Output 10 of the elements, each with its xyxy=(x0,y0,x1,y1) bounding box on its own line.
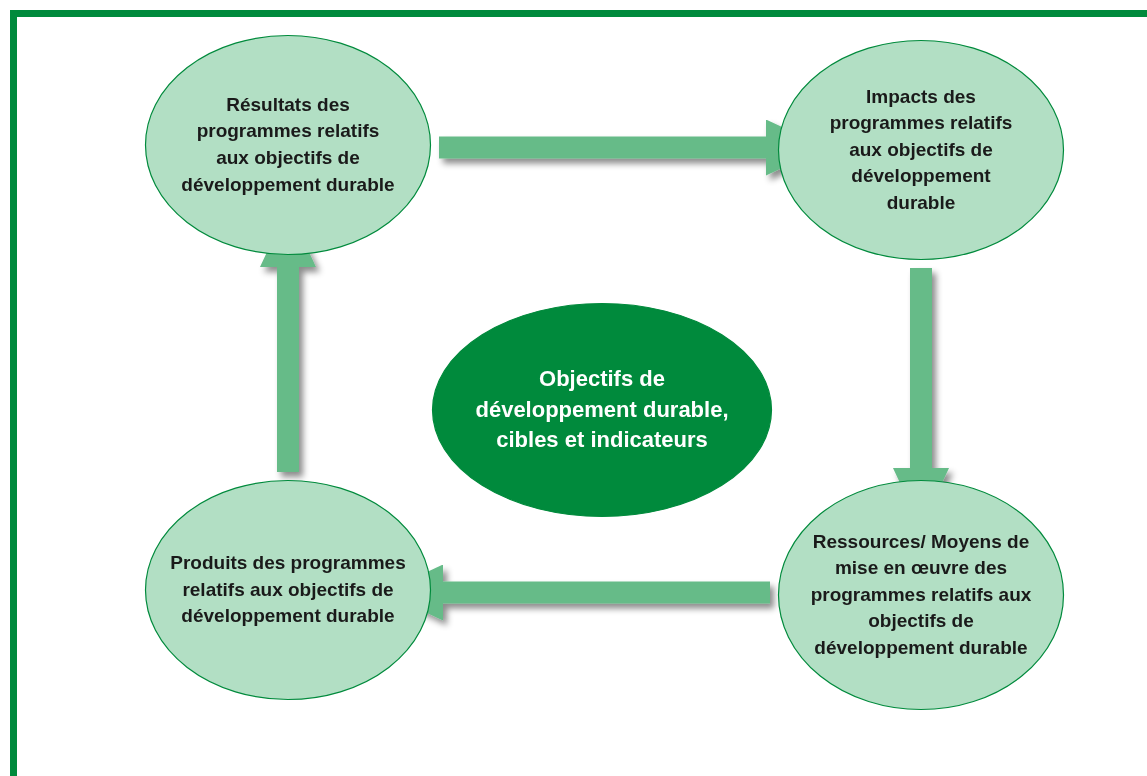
node-text: Résultats des programmes relatifs aux objectifs de développement durable xyxy=(180,92,396,197)
node-text: Ressources/ Moyens de mise en œuvre des programmes relatifs aux objectifs de développement durable xyxy=(809,529,1033,660)
ellipse-node xyxy=(145,480,431,700)
node-text: Produits des programmes relatifs aux objectifs de développement durable xyxy=(169,551,407,629)
central-ellipse xyxy=(432,303,772,517)
ellipse-node xyxy=(778,480,1064,710)
node-text: Impacts des programmes relatifs aux objectifs de développement durable xyxy=(828,84,1014,215)
ellipse-node xyxy=(778,40,1064,260)
ellipse-node xyxy=(145,35,431,255)
node-text: Objectifs de développement durable, cibles et indicateurs xyxy=(474,364,730,455)
